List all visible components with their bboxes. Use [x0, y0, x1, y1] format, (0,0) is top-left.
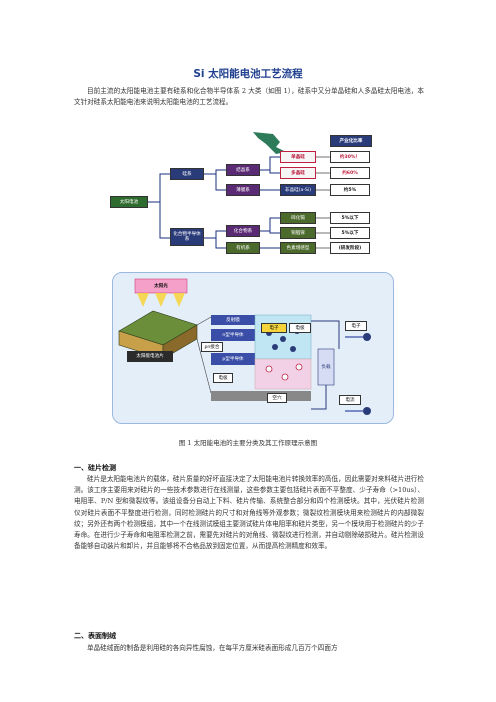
label-cell: 太阳能电池片: [136, 354, 164, 359]
label-p-type: p型半导体: [222, 356, 244, 362]
classification-diagram: 太阳电池 硅系 化合物半导体系 结晶系 薄膜系 化合物系 有机系 单晶硅 多晶硅…: [108, 130, 398, 270]
label-hole: 空穴: [267, 393, 287, 403]
label-current: 电流: [339, 395, 361, 405]
label-pn: pn接合: [201, 342, 223, 352]
rate-mono: 约30%！: [330, 151, 370, 163]
rate-header: 产业化比率: [330, 135, 372, 147]
node-cdte: 碲化镉: [280, 212, 316, 224]
node-silicon: 硅系: [170, 168, 204, 180]
node-mono: 单晶硅: [280, 151, 316, 163]
label-electron: 电子: [261, 323, 287, 333]
rate-asi: 约5%: [330, 184, 370, 196]
working-principle-diagram: 太阳光 太阳能电池片 电子 电极 反射膜 n型半导体 pn接合 p型半导体 电极…: [112, 272, 394, 424]
section1-body: 硅片是太阳能电池片的载体，硅片质量的好坏直接决定了太阳能电池片转换效率的高低，因…: [74, 475, 424, 551]
section1-heading: 一、硅片检测: [74, 464, 116, 472]
section2-heading: 二、表面制绒: [74, 632, 116, 640]
principle-illustration: [118, 278, 371, 415]
rate-cdte: 5%以下: [330, 212, 370, 224]
label-electrode-bottom: 电极: [213, 373, 233, 383]
label-sun: 太阳光: [154, 283, 168, 289]
label-reflect: 反射膜: [226, 317, 240, 323]
node-compound-sub: 化合物系: [226, 225, 260, 237]
label-n-type: n型半导体: [222, 332, 244, 338]
label-load: 负载: [321, 364, 331, 370]
section2-body: 单晶硅绒面的制备是利用硅的各向异性腐蚀，在每平方厘米硅表面形成几百万个四面方: [87, 644, 338, 652]
node-organic: 有机系: [226, 242, 260, 254]
node-cigs: 铜铟镓: [280, 227, 316, 239]
node-poly: 多晶硅: [280, 167, 316, 179]
node-dye: 色素增感型: [280, 242, 316, 254]
node-root: 太阳电池: [110, 196, 148, 208]
intro-paragraph: 目前主流的太阳能电池主要有硅系和化合物半导体系 2 大类（如图 1），硅系中又分…: [74, 87, 424, 107]
node-crystal: 结晶系: [226, 164, 260, 176]
label-electrode: 电极: [289, 323, 311, 333]
figure-caption: 图 1 太阳能电池的主要分类及其工作原理示意图: [178, 439, 318, 447]
page-title: Si 太阳能电池工艺流程: [193, 68, 303, 80]
node-asi: 非晶硅(a-Si): [280, 184, 316, 196]
node-amorphous: 薄膜系: [226, 184, 260, 196]
node-compound: 化合物半导体系: [170, 228, 204, 246]
label-electron-right: 电子: [345, 321, 367, 331]
arrow-icon: [253, 132, 286, 154]
rate-poly: 约60%: [330, 167, 370, 179]
rate-cigs: 5%以下: [330, 227, 370, 239]
tree-connectors: [148, 132, 330, 249]
rate-dye: (研发阶段): [330, 242, 370, 254]
